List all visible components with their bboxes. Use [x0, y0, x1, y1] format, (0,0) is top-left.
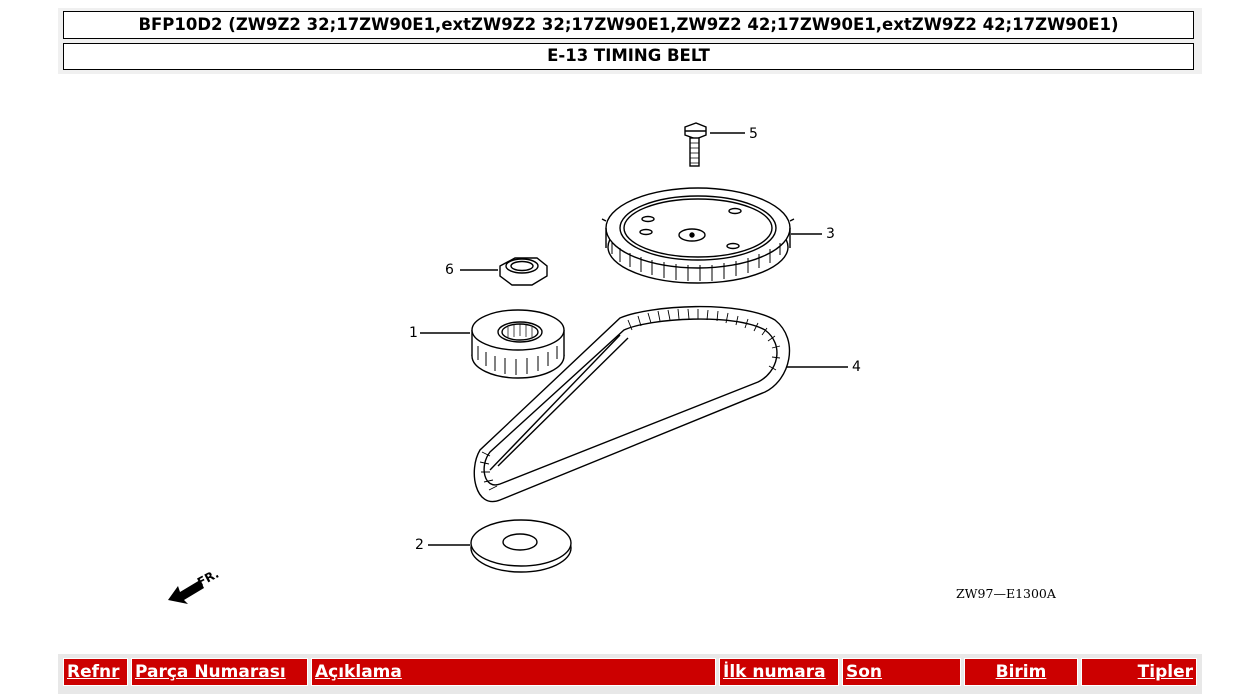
washer-part: [428, 519, 572, 573]
parts-table-header: Refnr Parça Numarası Açıklama İlk numara…: [58, 654, 1202, 694]
callout-3[interactable]: 3: [826, 226, 835, 242]
parts-diagram[interactable]: 5 3 6 1 4 2 FR. ZW97—E1300A: [0, 0, 1260, 650]
column-last[interactable]: Son: [842, 658, 961, 686]
column-unit[interactable]: Birim: [964, 658, 1078, 686]
callout-4[interactable]: 4: [852, 359, 861, 375]
callout-5[interactable]: 5: [749, 126, 758, 142]
callout-2[interactable]: 2: [415, 537, 424, 553]
column-first-number[interactable]: İlk numara: [719, 658, 839, 686]
column-part-number[interactable]: Parça Numarası: [131, 658, 308, 686]
section-title: E-13 TIMING BELT: [63, 43, 1194, 70]
column-refnr[interactable]: Refnr: [63, 658, 128, 686]
header-panel: BFP10D2 (ZW9Z2 32;17ZW90E1,extZW9Z2 32;1…: [58, 8, 1202, 74]
nut-part: [460, 257, 548, 286]
front-direction-arrow: [168, 580, 204, 604]
callout-6[interactable]: 6: [445, 262, 454, 278]
figure-code: ZW97—E1300A: [956, 586, 1056, 601]
small-pulley-part: [420, 309, 565, 379]
large-pulley-part: [601, 187, 822, 284]
model-title: BFP10D2 (ZW9Z2 32;17ZW90E1,extZW9Z2 32;1…: [63, 11, 1194, 39]
column-description[interactable]: Açıklama: [311, 658, 716, 686]
bolt-part: [684, 122, 745, 167]
callout-1[interactable]: 1: [409, 325, 418, 341]
timing-belt-part: [473, 305, 848, 503]
column-types[interactable]: Tipler: [1081, 658, 1197, 686]
exploded-view-drawing: [168, 122, 848, 604]
